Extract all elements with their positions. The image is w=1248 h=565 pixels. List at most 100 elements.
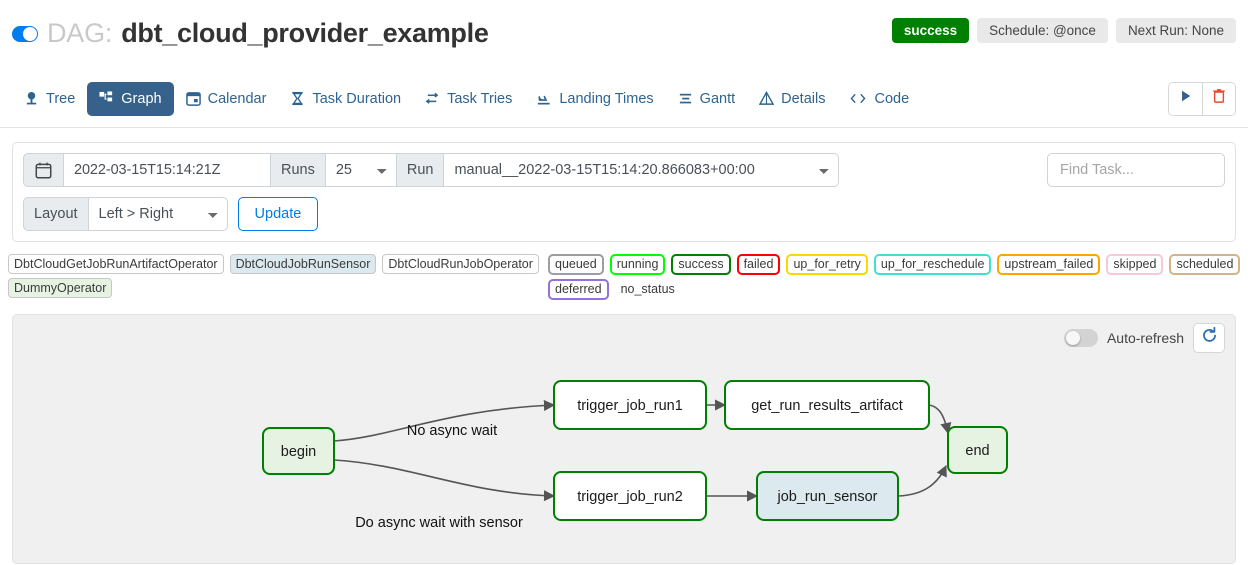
auto-refresh-label: Auto-refresh: [1106, 330, 1184, 346]
status-chip-failed[interactable]: failed: [736, 254, 781, 275]
dag-prefix-label: DAG:: [47, 18, 113, 48]
find-task-input[interactable]: [1047, 153, 1225, 187]
refresh-icon: [1201, 326, 1218, 349]
retry-icon: [425, 91, 440, 106]
tab-label: Calendar: [207, 90, 267, 107]
operator-chip[interactable]: DbtCloudJobRunSensor: [229, 254, 377, 274]
landing-icon: [536, 91, 552, 106]
tab-details[interactable]: Details: [747, 82, 837, 116]
edge-label: No async wait: [407, 423, 497, 439]
tab-task-duration[interactable]: Task Duration: [278, 82, 413, 116]
tab-task-tries[interactable]: Task Tries: [413, 82, 524, 116]
node-label: job_run_sensor: [777, 489, 878, 505]
delete-dag-button[interactable]: [1202, 82, 1235, 115]
status-chip-queued[interactable]: queued: [548, 254, 604, 275]
tab-graph[interactable]: Graph: [87, 81, 174, 116]
trash-icon: [1212, 88, 1226, 109]
edge-artifact-to-end: [928, 404, 952, 435]
schedule-badge[interactable]: Schedule: @once: [977, 18, 1108, 43]
status-badge: success: [891, 18, 970, 43]
operator-chip[interactable]: DbtCloudRunJobOperator: [382, 254, 539, 274]
page-header: DAG: dbt_cloud_provider_example success …: [0, 0, 1248, 70]
update-button[interactable]: Update: [237, 197, 319, 231]
edge-begin-to-trigger2: [333, 459, 556, 502]
calendar-icon: [185, 91, 201, 106]
base-date-input[interactable]: 2022-03-15T15:14:21Z: [63, 153, 271, 187]
node-label: begin: [281, 444, 316, 460]
gantt-icon: [678, 91, 693, 106]
status-chip-scheduled[interactable]: scheduled: [1169, 254, 1241, 275]
tab-label: Details: [781, 90, 826, 107]
status-chip-running[interactable]: running: [609, 254, 666, 275]
runs-label: Runs: [270, 153, 326, 187]
code-icon: [849, 91, 867, 106]
play-icon: [1179, 89, 1193, 108]
graph-node-end[interactable]: end: [947, 426, 1008, 474]
graph-node-get-run-results-artifact[interactable]: get_run_results_artifact: [724, 380, 930, 430]
edge-begin-to-trigger1: [333, 399, 556, 442]
dag-action-buttons: [1168, 81, 1236, 116]
dag-graph-panel[interactable]: Auto-refresh No async: [12, 314, 1236, 564]
tab-label: Code: [874, 90, 910, 107]
graph-node-job-run-sensor[interactable]: job_run_sensor: [756, 471, 899, 521]
legend-bar: DbtCloudGetJobRunArtifactOperator DbtClo…: [6, 254, 1242, 300]
header-badges: success Schedule: @once Next Run: None: [891, 18, 1236, 43]
tab-label: Graph: [121, 90, 162, 107]
trigger-dag-button[interactable]: [1169, 82, 1202, 115]
status-chip-up-for-retry[interactable]: up_for_retry: [786, 254, 868, 275]
node-label: get_run_results_artifact: [751, 398, 903, 414]
tab-label: Landing Times: [559, 90, 654, 107]
page-title: dbt_cloud_provider_example: [121, 18, 489, 48]
tab-label: Task Tries: [447, 90, 513, 107]
edge-sensor-to-end: [897, 464, 947, 497]
refresh-controls: Auto-refresh: [1063, 323, 1225, 353]
status-chip-success[interactable]: success: [671, 254, 731, 275]
graph-controls-bar: 2022-03-15T15:14:21Z Runs 25 Run manual_…: [12, 142, 1236, 242]
graph-node-trigger-job-run2[interactable]: trigger_job_run2: [553, 471, 707, 521]
dag-graph-svg[interactable]: No async wait Do async wait with sensor …: [13, 315, 1235, 564]
dag-pause-toggle-icon[interactable]: [12, 25, 38, 42]
tab-label: Gantt: [699, 90, 736, 107]
tab-tree[interactable]: Tree: [12, 82, 87, 116]
graph-edges: [333, 399, 952, 502]
node-label: trigger_job_run1: [577, 398, 683, 414]
num-runs-select[interactable]: 25: [324, 153, 397, 187]
edge-label: Do async wait with sensor: [355, 515, 523, 531]
view-tabs: Tree Graph Calendar Task Duration Task T…: [0, 70, 1248, 128]
layout-select[interactable]: Left > Right: [87, 197, 228, 231]
tab-gantt[interactable]: Gantt: [666, 82, 747, 116]
operator-chip[interactable]: DbtCloudGetJobRunArtifactOperator: [8, 254, 224, 274]
calendar-picker-button[interactable]: [23, 153, 64, 187]
node-label: end: [965, 443, 989, 459]
graph-edge-labels: No async wait Do async wait with sensor: [355, 423, 523, 531]
status-chip-upstream-failed[interactable]: upstream_failed: [997, 254, 1101, 275]
graph-node-trigger-job-run1[interactable]: trigger_job_run1: [553, 380, 707, 430]
next-run-badge: Next Run: None: [1115, 18, 1236, 43]
run-label: Run: [395, 153, 445, 187]
tab-calendar[interactable]: Calendar: [174, 82, 279, 116]
status-chip-deferred[interactable]: deferred: [548, 279, 609, 300]
tree-icon: [24, 91, 39, 106]
triangle-icon: [759, 91, 775, 106]
tab-code[interactable]: Code: [837, 82, 921, 116]
dag-run-select[interactable]: manual__2022-03-15T15:14:20.866083+00:00: [443, 153, 840, 187]
layout-label: Layout: [23, 197, 89, 231]
operator-chip[interactable]: DummyOperator: [8, 278, 113, 298]
tab-label: Task Duration: [312, 90, 402, 107]
dag-title-row: DAG: dbt_cloud_provider_example: [12, 18, 1236, 49]
layout-row: Layout Left > Right Update: [23, 197, 1225, 231]
operator-legend: DbtCloudGetJobRunArtifactOperator DbtClo…: [6, 254, 546, 298]
node-label: trigger_job_run2: [577, 489, 683, 505]
status-chip-skipped[interactable]: skipped: [1106, 254, 1164, 275]
tab-label: Tree: [46, 90, 76, 107]
hourglass-icon: [290, 91, 305, 106]
refresh-button[interactable]: [1193, 323, 1225, 353]
status-legend: queued running success failed up_for_ret…: [546, 254, 1242, 300]
date-runs-run-group: 2022-03-15T15:14:21Z Runs 25 Run manual_…: [23, 153, 840, 187]
auto-refresh-toggle[interactable]: [1063, 329, 1098, 347]
tab-landing-times[interactable]: Landing Times: [524, 82, 665, 116]
graph-node-begin[interactable]: begin: [262, 427, 335, 475]
status-chip-up-for-reschedule[interactable]: up_for_reschedule: [873, 254, 992, 275]
status-chip-no-status: no_status: [620, 282, 675, 296]
layout-group: Layout Left > Right: [23, 197, 228, 231]
